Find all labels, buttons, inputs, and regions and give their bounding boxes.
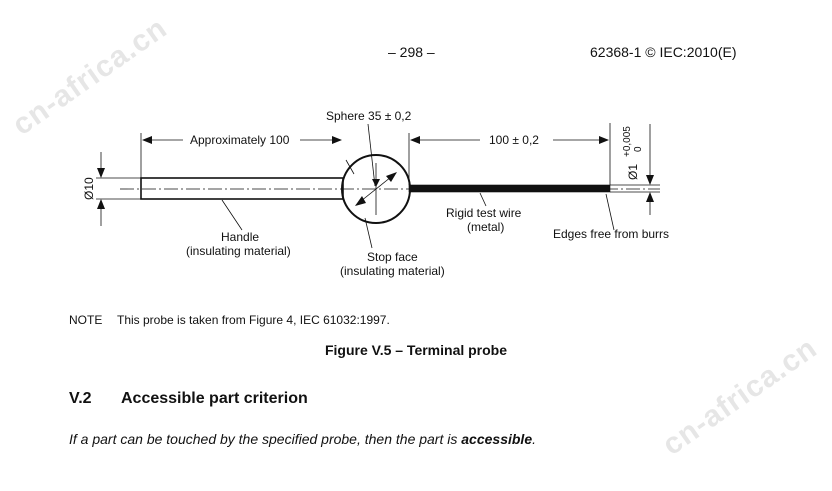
paragraph-end: . [532, 431, 536, 447]
handle-diameter-label: Ø10 [82, 177, 96, 200]
sphere-label: Sphere 35 ± 0,2 [326, 109, 412, 123]
stop-face-label: Stop face [367, 250, 418, 264]
wire-diameter-label: Ø1 [626, 164, 640, 180]
figure-caption: Figure V.5 – Terminal probe [324, 342, 508, 358]
body-paragraph: If a part can be touched by the specifie… [69, 431, 536, 447]
approx-length-label: Approximately 100 [190, 133, 290, 147]
wire-label: Rigid test wire [446, 206, 522, 220]
stop-face-material-label: (insulating material) [340, 264, 445, 278]
note-text: This probe is taken from Figure 4, IEC 6… [117, 313, 390, 327]
handle-material-label: (insulating material) [186, 244, 291, 258]
edges-label: Edges free from burrs [553, 227, 669, 241]
tolerance-plus-label: +0,005 [622, 126, 633, 157]
handle-label: Handle [221, 230, 259, 244]
section-number: V.2 [69, 390, 92, 407]
handle-shape [140, 177, 344, 200]
test-wire-shape [408, 184, 611, 193]
figure-note: NOTE This probe is taken from Figure 4, I… [69, 313, 390, 327]
note-tag: NOTE [69, 313, 103, 327]
terminal-probe-drawing: Sphere 35 ± 0,2 Approximately 100 100 ± … [82, 109, 669, 278]
section-title: Accessible part criterion [121, 390, 308, 407]
section-heading: V.2 Accessible part criterion [69, 390, 308, 408]
page-number: – 298 – [388, 44, 435, 60]
paragraph-text: If a part can be touched by the specifie… [69, 431, 462, 447]
standard-reference: 62368-1 © IEC:2010(E) [590, 44, 737, 60]
tolerance-zero-label: 0 [633, 146, 644, 152]
wire-length-label: 100 ± 0,2 [489, 133, 539, 147]
wire-material-label: (metal) [467, 220, 504, 234]
paragraph-emphasis: accessible [461, 431, 533, 447]
